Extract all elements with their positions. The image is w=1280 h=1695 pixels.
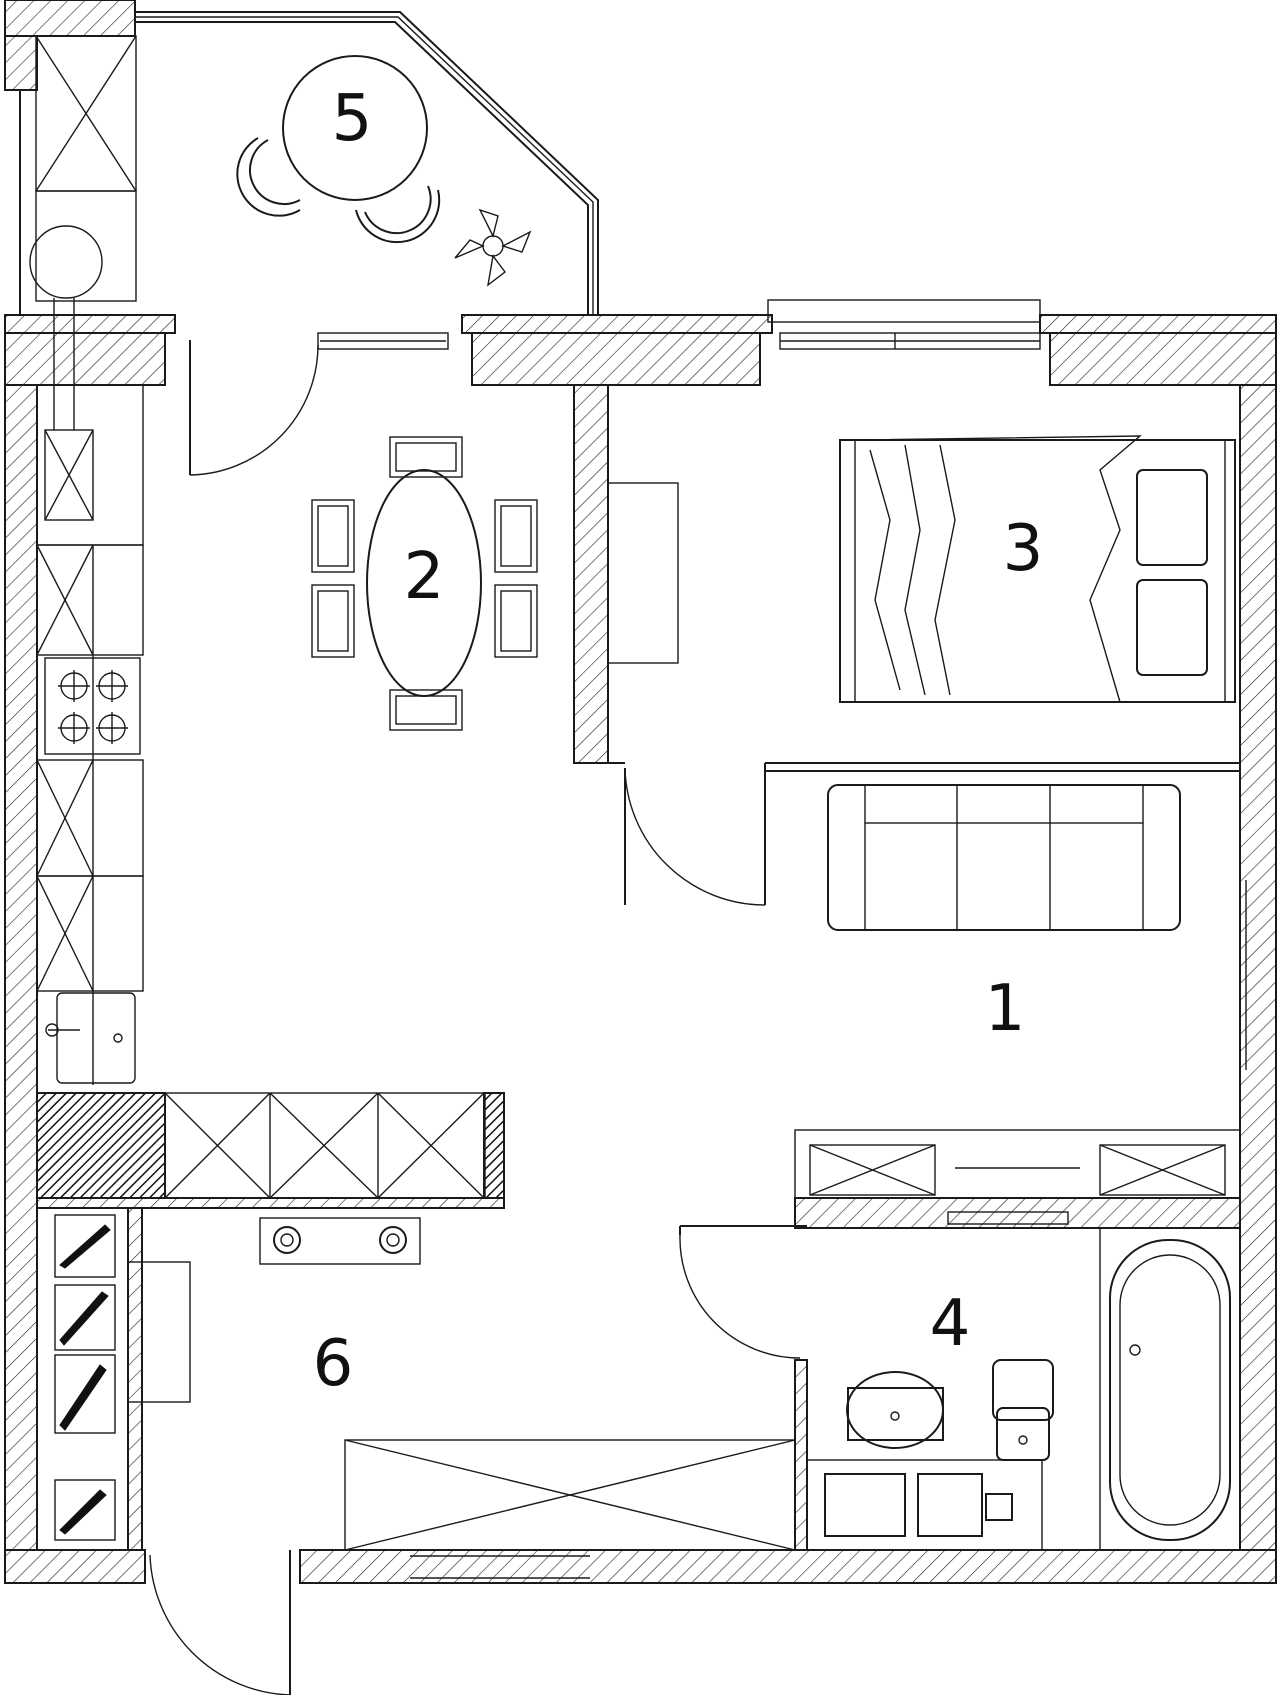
room-labels: 1 2 3 4 5 6 bbox=[313, 82, 1044, 1401]
inner-walls bbox=[36, 384, 1241, 1551]
room-label-5: 5 bbox=[332, 82, 373, 156]
bed bbox=[839, 435, 1236, 703]
room-label-1: 1 bbox=[985, 972, 1026, 1046]
bathroom-fixtures bbox=[794, 1129, 1241, 1551]
dining-set bbox=[311, 436, 538, 731]
balcony bbox=[4, 0, 599, 430]
round-table bbox=[282, 55, 428, 201]
kitchen-cabinets bbox=[36, 384, 486, 1199]
hall-furniture bbox=[54, 1214, 796, 1551]
room-label-2: 2 bbox=[404, 540, 445, 614]
room-label-3: 3 bbox=[1003, 512, 1044, 586]
room-label-6: 6 bbox=[313, 1327, 354, 1401]
doors bbox=[149, 340, 801, 1695]
sink-icon bbox=[45, 992, 136, 1084]
plant-icon bbox=[454, 208, 532, 287]
sofa bbox=[827, 784, 1181, 931]
drain-icon bbox=[1129, 1344, 1141, 1356]
room-label-4: 4 bbox=[930, 1287, 971, 1361]
outer-walls bbox=[4, 299, 1277, 1584]
stove-icon bbox=[44, 657, 141, 755]
